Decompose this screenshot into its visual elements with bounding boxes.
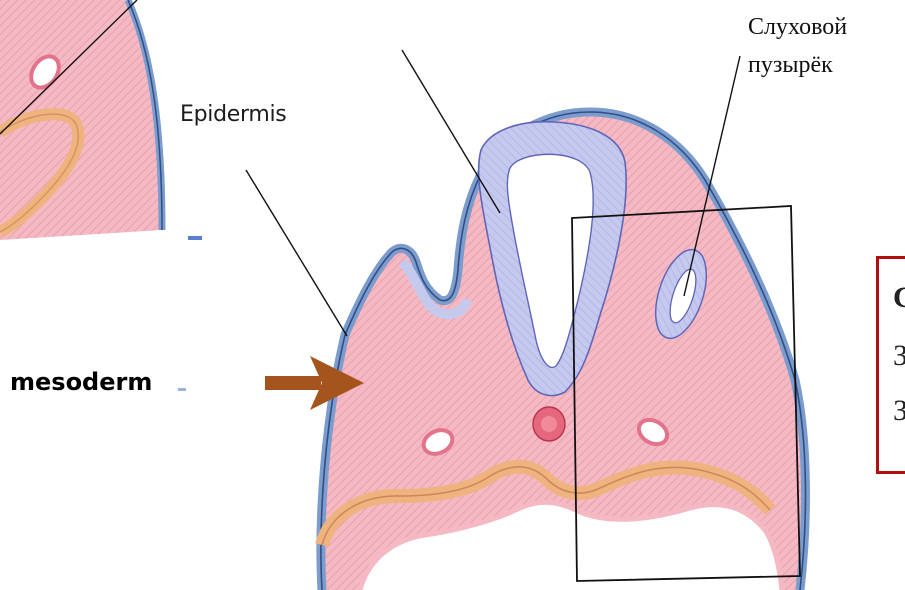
callout-line: З (893, 394, 905, 428)
callout-line: З (893, 339, 905, 373)
arrow-shaft (265, 376, 321, 390)
mesoderm-label: mesoderm (10, 368, 152, 396)
otic-vesicle-label-line1: Слуховой (748, 8, 847, 46)
scan-mark (188, 236, 202, 240)
otic-vesicle-label: Слуховой пузырёк (748, 8, 847, 84)
callout-box: С З З (876, 256, 905, 474)
epidermis-leader-line (246, 170, 347, 336)
inset-embryo-section (0, 0, 162, 240)
callout-line: С (893, 281, 905, 315)
epidermis-label: Epidermis (180, 102, 286, 127)
neural-tube-leader-line (402, 50, 500, 213)
notochord-core (541, 416, 557, 432)
otic-vesicle-label-line2: пузырёк (748, 46, 847, 84)
embryo-cross-section (320, 112, 806, 590)
scan-mark (178, 388, 186, 391)
